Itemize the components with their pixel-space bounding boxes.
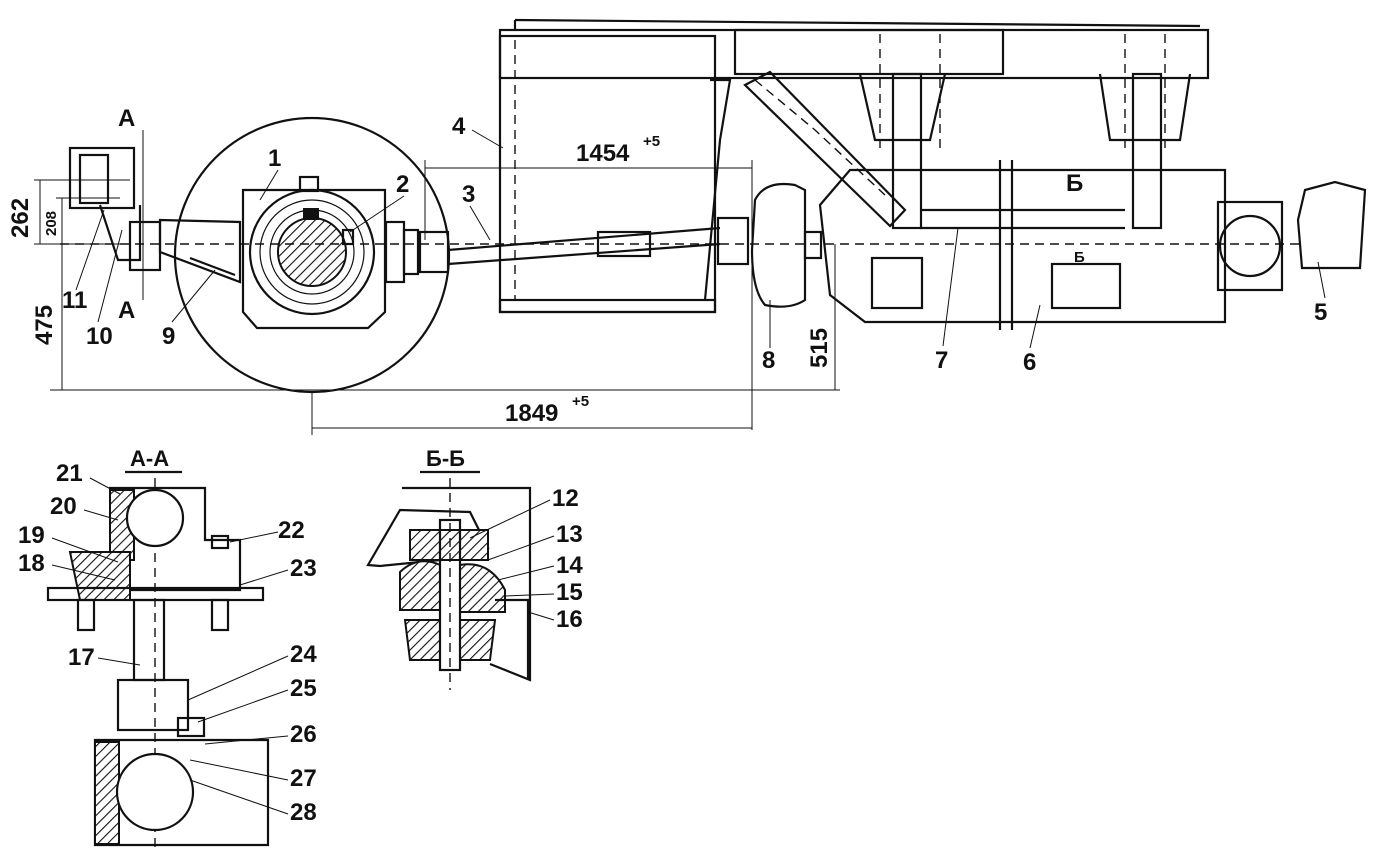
callout-26: 26: [290, 721, 317, 748]
callout-2: 2: [396, 171, 409, 198]
callout-18: 18: [18, 550, 45, 577]
left-bracket: [68, 146, 242, 284]
callout-24: 24: [290, 641, 317, 668]
dim-515: 515: [806, 328, 833, 368]
callout-10: 10: [86, 323, 113, 350]
callout-4: 4: [452, 113, 466, 140]
callout-22: 22: [278, 517, 305, 544]
coupling-end: [1296, 180, 1367, 270]
motor-unit: [818, 160, 1284, 330]
callout-17: 17: [68, 644, 95, 671]
callout-27: 27: [290, 765, 317, 792]
callout-20: 20: [50, 493, 77, 520]
gearbox: [241, 175, 387, 330]
callout-25: 25: [290, 675, 317, 702]
brake-drum: [750, 182, 823, 308]
callout-12: 12: [552, 485, 579, 512]
section-mark-b-lower: Б: [1074, 249, 1085, 266]
section-mark-a-top: А: [118, 105, 135, 132]
propeller-shaft: [418, 216, 750, 274]
section-b-b-title: Б-Б: [426, 446, 465, 471]
callout-28: 28: [290, 799, 317, 826]
leader-lines: [75, 129, 1326, 349]
dim-1454-tolerance: +5: [643, 133, 660, 150]
callout-7: 7: [935, 347, 948, 374]
generator-housing: [498, 34, 732, 314]
callout-9: 9: [162, 323, 175, 350]
dim-1454: 1454: [576, 140, 630, 167]
callout-1: 1: [268, 145, 281, 172]
section-b-b: Б-Б: [366, 446, 532, 690]
callout-11: 11: [62, 287, 87, 314]
section-mark-a-bottom: А: [118, 297, 135, 324]
dimension-lines: [34, 130, 840, 435]
callout-16: 16: [556, 606, 583, 633]
flange: [384, 220, 420, 284]
callout-15: 15: [556, 579, 583, 606]
dim-262: 262: [7, 198, 34, 238]
callout-13: 13: [556, 521, 583, 548]
dim-208: 208: [43, 211, 60, 236]
dim-1849: 1849: [505, 400, 558, 427]
section-a-a-title: А-А: [130, 446, 169, 471]
dim-475: 475: [31, 305, 58, 345]
callout-14: 14: [556, 552, 583, 579]
callout-5: 5: [1314, 299, 1327, 326]
leader-lines-a-a: [51, 477, 289, 815]
main-side-view: 1454 +5 1849 +5 262 208 475 515 А А Б Б …: [7, 18, 1367, 435]
callout-23: 23: [290, 555, 317, 582]
callout-19: 19: [18, 522, 45, 549]
dim-1849-tolerance: +5: [572, 393, 589, 410]
callout-8: 8: [762, 347, 775, 374]
vehicle-frame: [498, 18, 1210, 230]
callout-6: 6: [1023, 349, 1036, 376]
callout-3: 3: [462, 181, 475, 208]
callout-21: 21: [56, 460, 83, 487]
section-mark-b-upper: Б: [1066, 170, 1083, 197]
leader-lines-b-b: [469, 499, 555, 621]
